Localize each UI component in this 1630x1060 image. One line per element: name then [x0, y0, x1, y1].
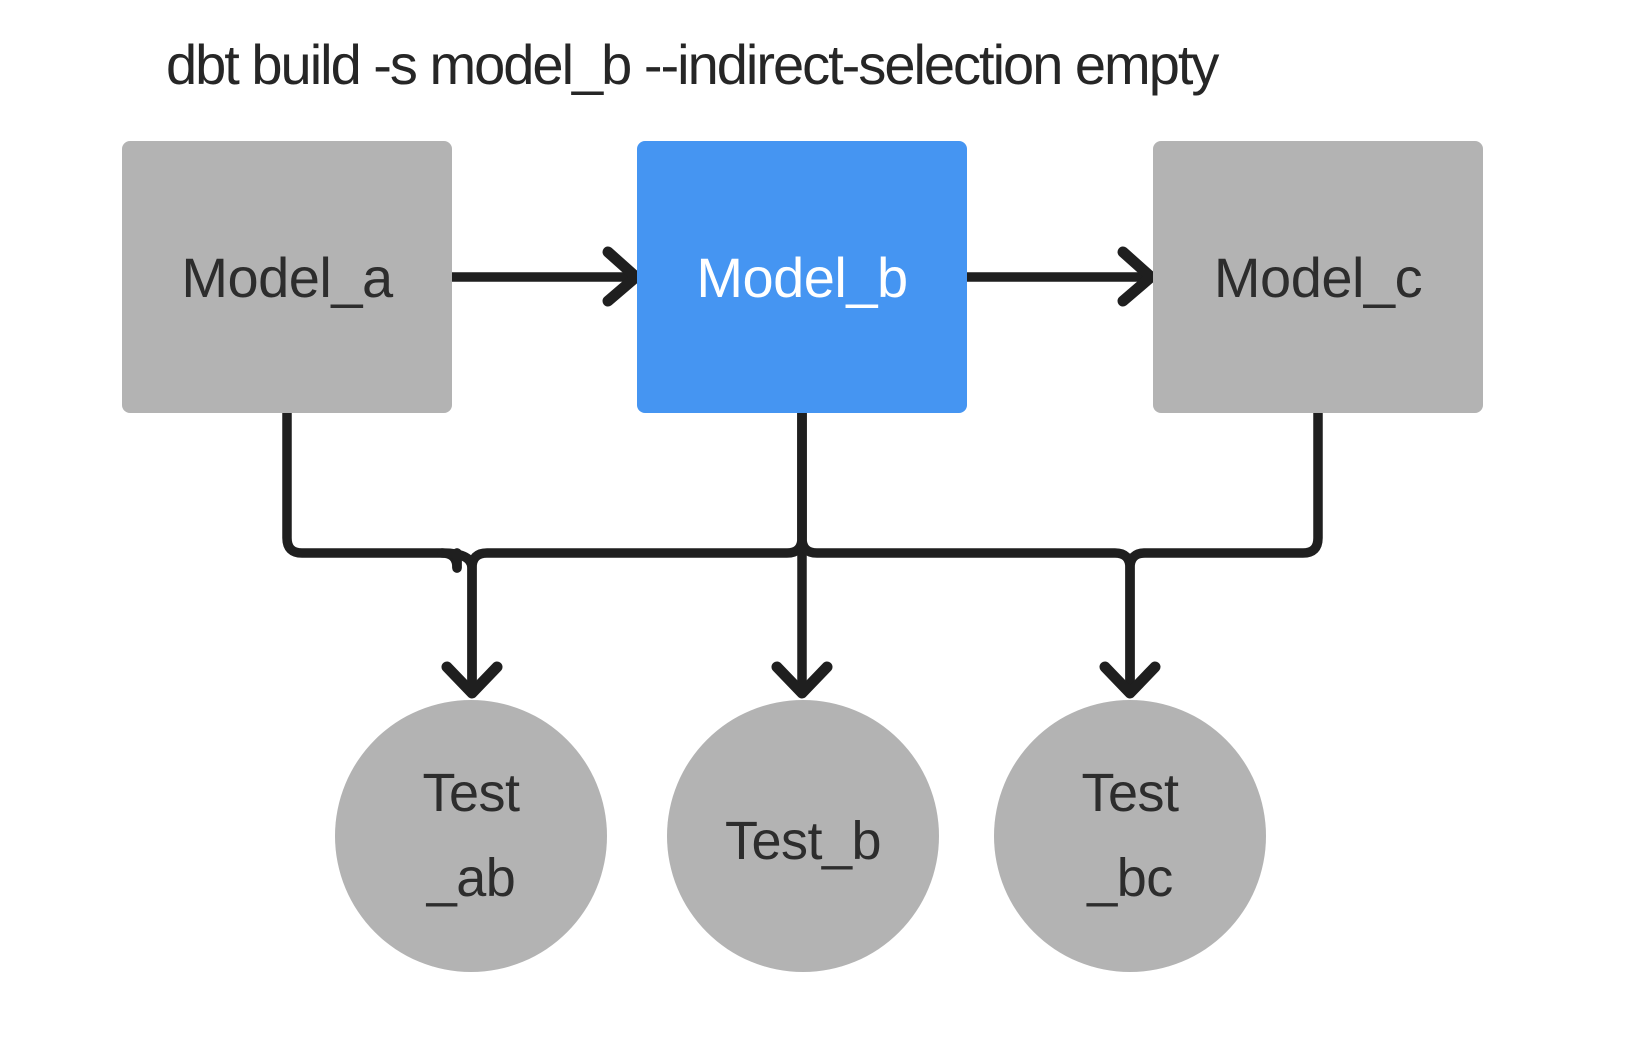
arrowhead-model-b [602, 246, 642, 307]
diagram-title: dbt build -s model_b --indirect-selectio… [166, 33, 1219, 96]
edge-model-c-to-test-bc [1125, 408, 1323, 691]
arrowhead-test-b [771, 661, 833, 699]
node-model-b-label: Model_b [696, 245, 908, 309]
node-test-bc-label-line1: Test [1081, 763, 1179, 824]
node-model-b: Model_b [637, 141, 967, 413]
node-test-b: Test_b [667, 700, 939, 972]
arrowhead-model-c [1117, 246, 1157, 307]
node-test-b-label: Test_b [724, 810, 882, 871]
node-model-c: Model_c [1153, 141, 1483, 413]
node-test-ab-label-line2: _ab [426, 848, 516, 908]
arrowhead-test-bc [1099, 661, 1161, 699]
node-model-a: Model_a [122, 141, 452, 413]
node-test-bc: Test _bc [994, 700, 1266, 972]
arrowhead-test-ab [441, 661, 503, 699]
node-test-bc-label-line2: _bc [1087, 848, 1173, 908]
edge-model-b-to-test-ab [467, 408, 807, 691]
node-model-c-label: Model_c [1213, 245, 1423, 309]
node-test-ab-label-line1: Test [422, 763, 520, 824]
node-test-ab: Test _ab [335, 700, 607, 972]
edge-model-a-to-test-ab [282, 408, 462, 573]
node-model-a-label: Model_a [181, 245, 393, 309]
edge-test-ab-drop [437, 548, 477, 691]
edge-model-b-to-test-bc [797, 408, 1135, 691]
